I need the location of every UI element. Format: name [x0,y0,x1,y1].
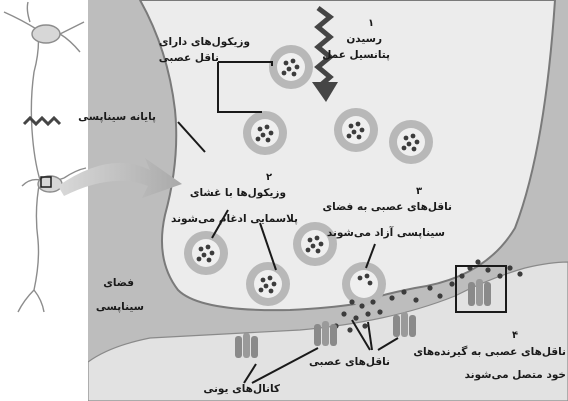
receptor-with-bound-transmitter [468,279,491,306]
vesicle-releasing [342,262,386,306]
vesicle [269,45,313,89]
step4-line1: ناقل‌های عصبی به گیرنده‌های [413,345,566,360]
step1-line1: رسیدن [346,32,382,47]
neurotransmitters-label: ناقل‌های عصبی [309,355,390,370]
ion-channel [393,312,416,337]
step3-line1: ناقل‌های عصبی به فضای [323,200,452,215]
terminal-label: پایانه سیناپسی [78,110,156,125]
step4-line2: خود متصل می‌شوند [465,368,566,383]
vesicles-label-line1: وزیکول‌های دارای [159,35,250,50]
ion-channels-label: کانال‌های یونی [203,382,280,397]
step1-line2: پتانسیل عمل [322,48,390,63]
step3-line2: سیناپسی آزاد می‌شوند [327,226,445,241]
cleft-label-line1: فضای [103,276,134,291]
step3-number: ۳ [416,186,422,197]
cleft-label-line2: سیناپسی [96,300,144,315]
step2-number: ۲ [266,172,272,183]
vesicles-label-line2: ناقل عصبی [159,51,219,66]
step1-number: ۱ [368,18,374,29]
step4-number: ۴ [512,330,518,341]
ion-channel [314,321,337,346]
vesicle [334,108,378,152]
vesicle [184,231,228,275]
step2-line1: وزیکول‌ها با غشای [190,186,286,201]
vesicle [389,120,433,164]
vesicle-fusing [246,262,290,306]
vesicle [243,111,287,155]
step2-line2: پلاسمایی ادغام می‌شوند [171,212,298,227]
neuron-thumbnail-background [0,0,88,401]
ion-channel [235,333,258,358]
